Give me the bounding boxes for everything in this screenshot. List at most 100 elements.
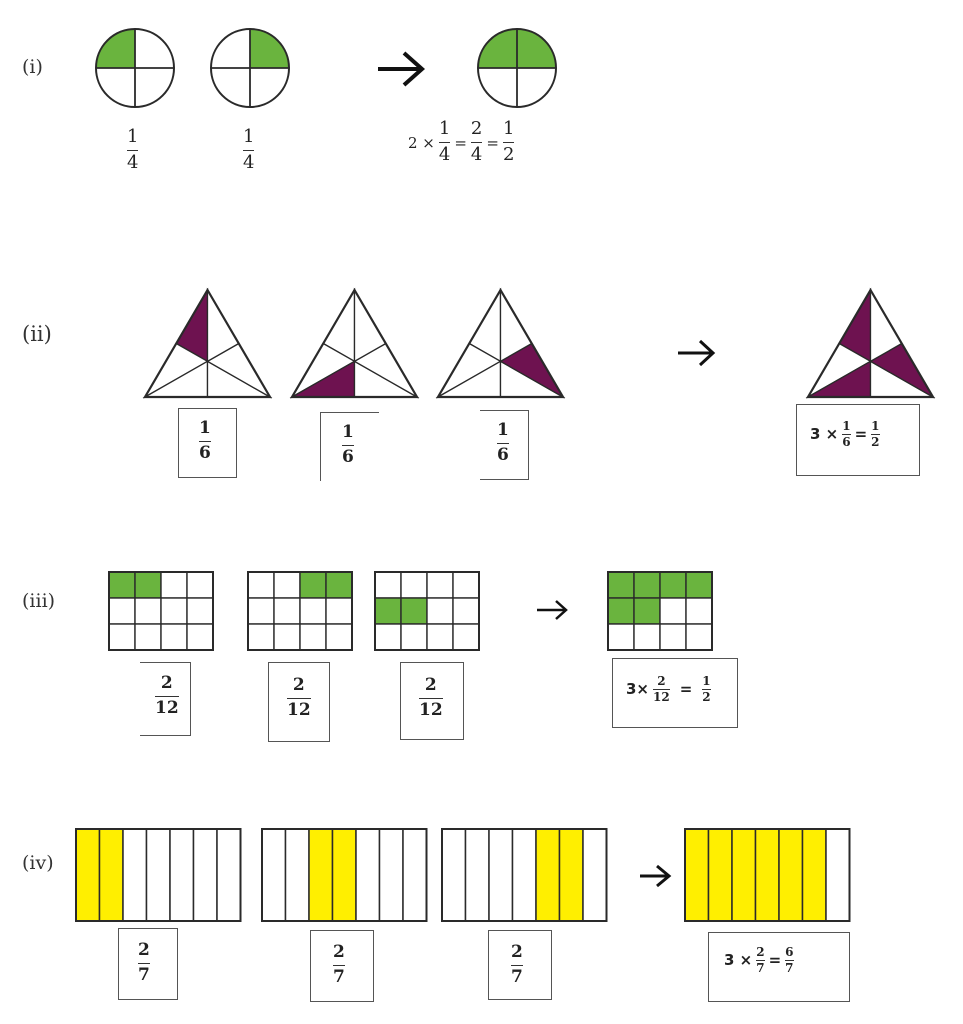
strip-sevenths-2 <box>261 828 428 922</box>
fraction-box-iii-3 <box>400 662 464 740</box>
grid-cell <box>400 623 428 651</box>
strip-cell <box>464 828 490 922</box>
grid-cell <box>160 571 188 599</box>
grids-row <box>108 571 713 651</box>
strip-cell <box>825 828 851 922</box>
grid-cell <box>134 597 162 625</box>
strip-cell <box>355 828 381 922</box>
strip-cell <box>122 828 148 922</box>
grid-outline <box>108 571 214 651</box>
grid-cell <box>299 597 327 625</box>
grid-cell <box>160 623 188 651</box>
grid-cell <box>685 597 713 625</box>
strips-row <box>75 828 851 922</box>
strip-cell <box>511 828 537 922</box>
strip-cell <box>582 828 608 922</box>
section-label-iv: (iv) <box>22 852 54 874</box>
grid-cell <box>247 623 275 651</box>
grid-outline <box>374 571 480 651</box>
triangle-sixth-2 <box>289 287 420 399</box>
strip-cell <box>331 828 357 922</box>
grid-cell <box>247 571 275 599</box>
strip-outline <box>261 828 428 922</box>
grid-cell <box>607 597 635 625</box>
grid-cell <box>273 623 301 651</box>
grid-cell <box>134 623 162 651</box>
strip-sevenths-3 <box>441 828 608 922</box>
strip-cell <box>169 828 195 922</box>
grid-cell <box>400 597 428 625</box>
grid-cell <box>607 623 635 651</box>
circle-quarter-part <box>478 68 517 107</box>
triangle-outline <box>436 287 565 399</box>
strip-cell <box>75 828 101 922</box>
grid-cell <box>273 571 301 599</box>
grid-outline <box>247 571 353 651</box>
grid-cell <box>685 623 713 651</box>
circle-quarter-part <box>135 68 174 107</box>
strip-outline <box>441 828 608 922</box>
triangle-result <box>805 287 936 399</box>
grid-cell <box>452 571 480 599</box>
grid-cell <box>426 597 454 625</box>
strip-cell <box>558 828 584 922</box>
grid-cell <box>633 597 661 625</box>
strip-cell <box>145 828 171 922</box>
strip-cell <box>535 828 561 922</box>
circles-row <box>95 28 557 108</box>
grid-cell <box>273 597 301 625</box>
grid-cell <box>325 571 353 599</box>
grid-cell <box>452 597 480 625</box>
grid-cell <box>325 623 353 651</box>
grid-cell <box>659 597 687 625</box>
grid-cell <box>633 623 661 651</box>
grid-twelfths-2 <box>247 571 353 651</box>
result-box-iv <box>708 932 850 1002</box>
strip-outline <box>75 828 242 922</box>
grid-cell <box>633 571 661 599</box>
grid-cell <box>186 623 214 651</box>
grid-result <box>607 571 713 651</box>
strip-cell <box>308 828 334 922</box>
strip-cell <box>402 828 428 922</box>
strip-cell <box>488 828 514 922</box>
arrow-icon <box>378 51 426 87</box>
circle-quarter-part <box>96 68 135 107</box>
strip-cell <box>441 828 467 922</box>
strip-cell <box>98 828 124 922</box>
result-box-iii <box>612 658 738 728</box>
strip-cell <box>261 828 287 922</box>
triangle-sixth-3 <box>435 287 566 399</box>
triangle-outline <box>290 287 419 399</box>
grid-cell <box>685 571 713 599</box>
strip-cell <box>754 828 780 922</box>
grid-cell <box>186 597 214 625</box>
fraction-box-ii-1 <box>178 408 237 478</box>
triangle-outline <box>806 287 935 399</box>
triangle-sixth-1 <box>142 287 273 399</box>
circle-quarter-part <box>250 29 289 68</box>
strip-cell <box>707 828 733 922</box>
grid-cell <box>108 597 136 625</box>
section-label-i: (i) <box>22 56 43 78</box>
grid-cell <box>374 571 402 599</box>
circle-quarter-part <box>250 68 289 107</box>
strip-cell <box>378 828 404 922</box>
section-label-iii: (iii) <box>22 590 56 612</box>
grid-cell <box>325 597 353 625</box>
result-box-ii <box>796 404 920 476</box>
circle-quarter-part <box>211 29 250 68</box>
strip-result <box>684 828 851 922</box>
strip-cell <box>778 828 804 922</box>
grid-cell <box>134 571 162 599</box>
circle-quarter-part <box>135 29 174 68</box>
